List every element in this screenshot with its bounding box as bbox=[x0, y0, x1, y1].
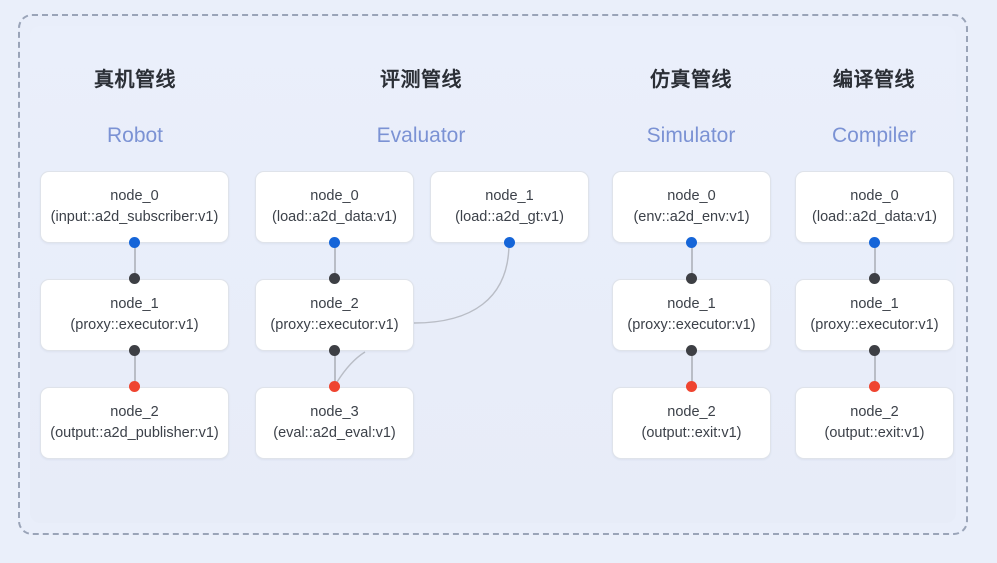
column-title-en-robot: Robot bbox=[106, 124, 164, 147]
node-robot-0[interactable]: node_0 (input::a2d_subscriber:v1) bbox=[40, 171, 229, 243]
node-name: node_1 bbox=[110, 295, 159, 312]
node-name: node_2 bbox=[667, 403, 716, 420]
column-title-en-simulator: Simulator bbox=[646, 124, 736, 147]
port-simulator-0-out[interactable] bbox=[686, 237, 697, 248]
node-type: (load::a2d_data:v1) bbox=[812, 209, 937, 225]
node-name: node_0 bbox=[850, 187, 899, 204]
port-robot-2-in[interactable] bbox=[129, 381, 140, 392]
port-robot-1-in[interactable] bbox=[129, 273, 140, 284]
node-simulator-1[interactable]: node_1 (proxy::executor:v1) bbox=[612, 279, 771, 351]
node-compiler-1[interactable]: node_1 (proxy::executor:v1) bbox=[795, 279, 954, 351]
node-type: (output::a2d_publisher:v1) bbox=[50, 425, 219, 441]
node-type: (proxy::executor:v1) bbox=[70, 317, 199, 333]
port-robot-1-out[interactable] bbox=[129, 345, 140, 356]
column-title-en-compiler: Compiler bbox=[831, 124, 917, 147]
node-compiler-2[interactable]: node_2 (output::exit:v1) bbox=[795, 387, 954, 459]
node-robot-1[interactable]: node_1 (proxy::executor:v1) bbox=[40, 279, 229, 351]
port-simulator-2-in[interactable] bbox=[686, 381, 697, 392]
port-compiler-1-out[interactable] bbox=[869, 345, 880, 356]
port-compiler-0-out[interactable] bbox=[869, 237, 880, 248]
edge-robot-1-2 bbox=[134, 350, 136, 387]
column-title-cn-compiler: 编译管线 bbox=[833, 69, 915, 91]
node-type: (output::exit:v1) bbox=[641, 425, 742, 441]
node-name: node_3 bbox=[310, 403, 359, 420]
edge-compiler-1-2 bbox=[874, 350, 876, 387]
column-title-cn-simulator: 仿真管线 bbox=[650, 69, 732, 91]
node-type: (load::a2d_gt:v1) bbox=[455, 209, 564, 225]
node-name: node_2 bbox=[310, 295, 359, 312]
node-name: node_2 bbox=[110, 403, 159, 420]
node-evaluator-gt[interactable]: node_1 (load::a2d_gt:v1) bbox=[430, 171, 589, 243]
node-name: node_0 bbox=[110, 187, 159, 204]
node-name: node_0 bbox=[667, 187, 716, 204]
node-name: node_2 bbox=[850, 403, 899, 420]
port-evaluator-3-in[interactable] bbox=[329, 381, 340, 392]
node-compiler-0[interactable]: node_0 (load::a2d_data:v1) bbox=[795, 171, 954, 243]
node-evaluator-0[interactable]: node_0 (load::a2d_data:v1) bbox=[255, 171, 414, 243]
node-type: (eval::a2d_eval:v1) bbox=[273, 425, 396, 441]
node-name: node_1 bbox=[667, 295, 716, 312]
port-robot-0-out[interactable] bbox=[129, 237, 140, 248]
node-type: (input::a2d_subscriber:v1) bbox=[50, 209, 219, 225]
node-type: (proxy::executor:v1) bbox=[627, 317, 756, 333]
edge-evaluator-2-3 bbox=[334, 350, 336, 387]
column-title-en-evaluator: Evaluator bbox=[376, 124, 466, 147]
node-type: (output::exit:v1) bbox=[824, 425, 925, 441]
edge-robot-0-1 bbox=[134, 242, 136, 279]
column-title-cn-evaluator: 评测管线 bbox=[380, 69, 462, 91]
column-title-cn-robot: 真机管线 bbox=[94, 69, 176, 91]
port-evaluator-gt-out[interactable] bbox=[504, 237, 515, 248]
port-evaluator-0-out[interactable] bbox=[329, 237, 340, 248]
node-simulator-2[interactable]: node_2 (output::exit:v1) bbox=[612, 387, 771, 459]
node-simulator-0[interactable]: node_0 (env::a2d_env:v1) bbox=[612, 171, 771, 243]
node-robot-2[interactable]: node_2 (output::a2d_publisher:v1) bbox=[40, 387, 229, 459]
port-compiler-2-in[interactable] bbox=[869, 381, 880, 392]
port-evaluator-2-out[interactable] bbox=[329, 345, 340, 356]
node-evaluator-2[interactable]: node_2 (proxy::executor:v1) bbox=[255, 279, 414, 351]
node-name: node_1 bbox=[850, 295, 899, 312]
node-name: node_0 bbox=[310, 187, 359, 204]
edge-simulator-0-1 bbox=[691, 242, 693, 279]
node-type: (load::a2d_data:v1) bbox=[272, 209, 397, 225]
node-type: (env::a2d_env:v1) bbox=[633, 209, 750, 225]
node-type: (proxy::executor:v1) bbox=[810, 317, 939, 333]
edge-compiler-0-1 bbox=[874, 242, 876, 279]
port-simulator-1-in[interactable] bbox=[686, 273, 697, 284]
node-type: (proxy::executor:v1) bbox=[270, 317, 399, 333]
node-evaluator-3[interactable]: node_3 (eval::a2d_eval:v1) bbox=[255, 387, 414, 459]
port-evaluator-2-in[interactable] bbox=[329, 273, 340, 284]
port-compiler-1-in[interactable] bbox=[869, 273, 880, 284]
node-name: node_1 bbox=[485, 187, 534, 204]
port-simulator-1-out[interactable] bbox=[686, 345, 697, 356]
edge-evaluator-0-2 bbox=[334, 242, 336, 279]
edge-simulator-1-2 bbox=[691, 350, 693, 387]
